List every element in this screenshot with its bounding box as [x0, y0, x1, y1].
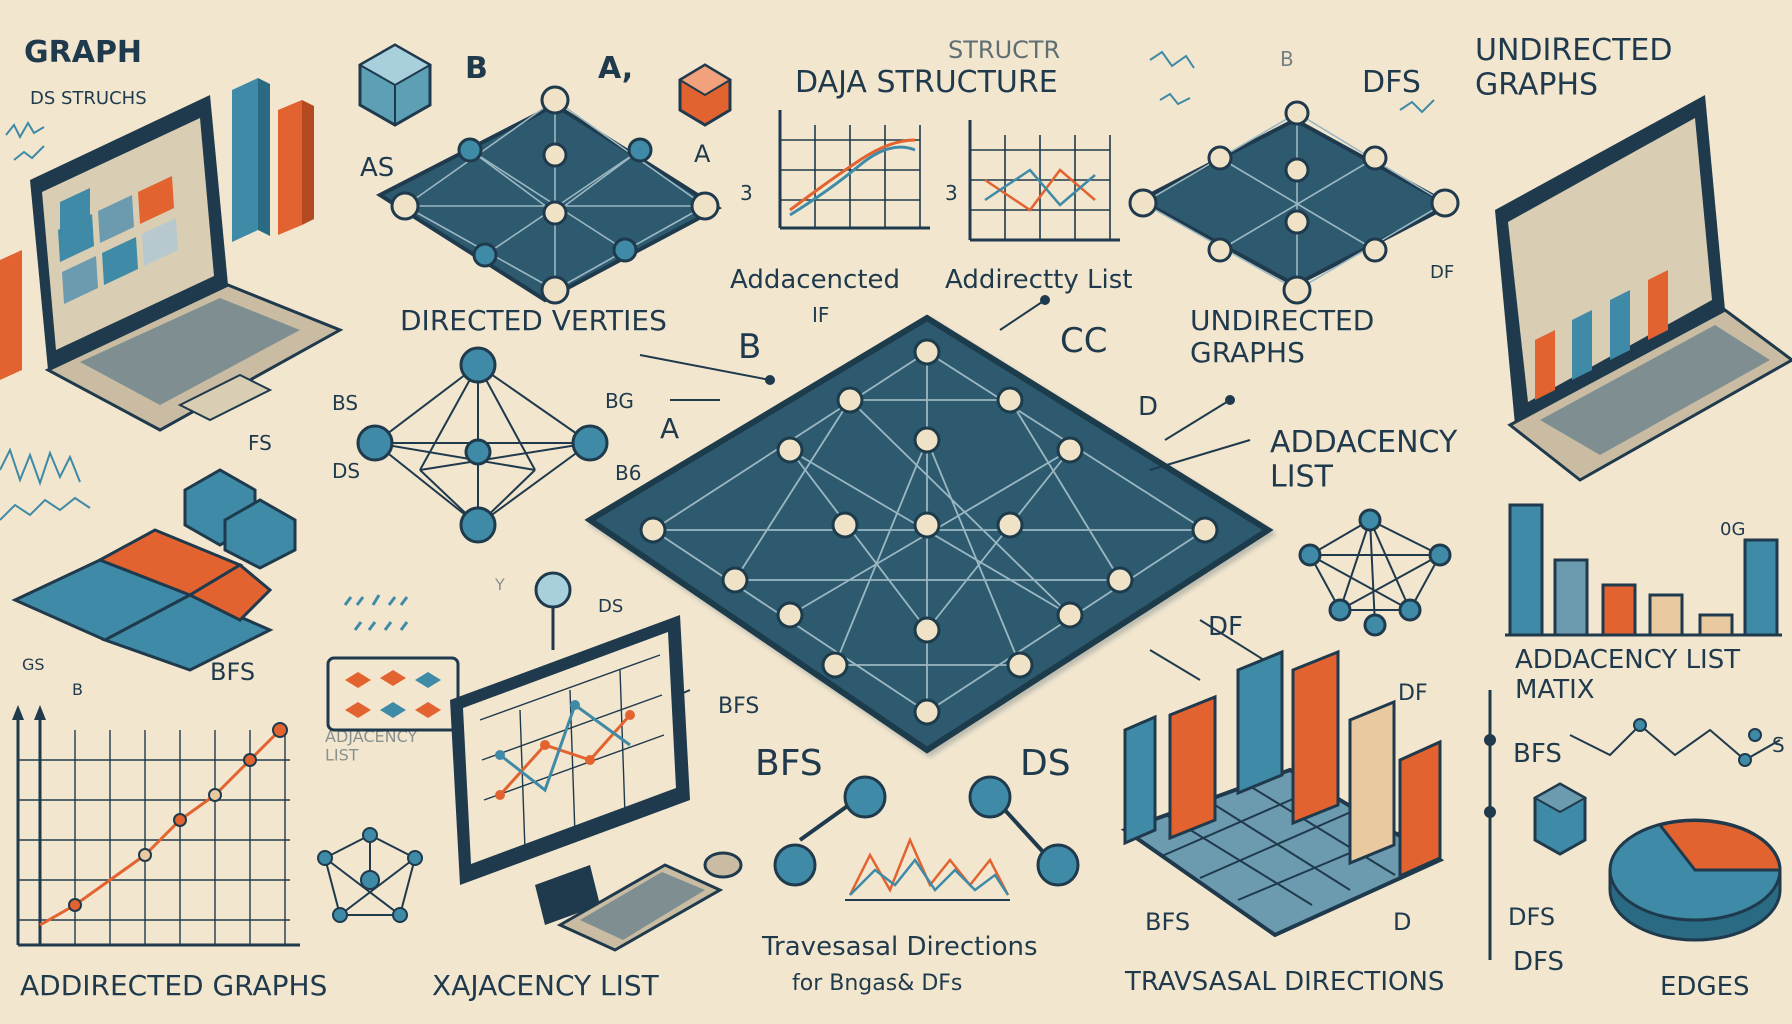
- scribble-top-right: [1149, 50, 1435, 114]
- label-df-mid2: DF: [1398, 681, 1428, 706]
- label-undirected-mid-line-1: UNDIRECTED: [1190, 304, 1374, 337]
- label-adjacency-right: Addirectty List: [945, 265, 1132, 295]
- label-adjacency-list-small-line-1: ADJACENCY: [325, 727, 418, 746]
- label-a-center: A: [660, 412, 679, 445]
- bar-grid-3d: [1120, 649, 1445, 938]
- network-hexagon-right: [1298, 508, 1452, 637]
- label-a-top: A,: [598, 51, 633, 86]
- network-diamond-top-left: [375, 85, 722, 305]
- label-a-right: A: [694, 140, 711, 168]
- tile-grid-left: [11, 528, 274, 672]
- label-dfs-bottom-2: DFS: [1513, 947, 1564, 977]
- label-traversal-sub: for Bngas& DFs: [792, 971, 962, 996]
- laptop-left-illustration: [0, 78, 344, 432]
- line-chart-bottom-left: [12, 705, 300, 947]
- box-stack-icon: [183, 468, 297, 570]
- label-undirected-tr-line1-line-2: GRAPHS: [1475, 68, 1598, 103]
- label-ds-struct: DS STRUCHS: [30, 88, 147, 109]
- cube-teal-icon: [357, 43, 433, 127]
- label-directed-verties: DIRECTED VERTIES: [400, 304, 667, 337]
- label-b-mid: B: [738, 327, 761, 367]
- label-gs: GS: [22, 655, 45, 674]
- label-traversal-2: TRAVSASAL DIRECTIONS: [1124, 967, 1444, 997]
- label-traversal-1: Travesasal Directions: [761, 932, 1038, 962]
- arrows-around-center: [619, 295, 1281, 721]
- label-addacency-right-line-line-2: LIST: [1270, 460, 1334, 495]
- network-diamond-center: [584, 314, 1274, 754]
- label-cc: CC: [1060, 321, 1107, 361]
- label-graph: GRAPH: [24, 35, 142, 70]
- label-b-small: B: [1280, 47, 1294, 71]
- label-undirected-tr-line1-line-1: UNDIRECTED: [1475, 33, 1672, 68]
- label-fs: FS: [248, 431, 272, 455]
- cube-orange-icon: [678, 63, 732, 127]
- label-ds-left: DS: [332, 459, 360, 483]
- label-s-right: S: [1772, 733, 1785, 757]
- scribble-mid-left: [0, 447, 91, 521]
- mini-grid-chart-left: [778, 110, 930, 230]
- network-diamond-top-right: [1128, 100, 1460, 305]
- label-bg-right: BG: [605, 389, 634, 413]
- label-three-a: 3: [740, 181, 753, 205]
- bar-chart-right-illustration: [1505, 503, 1782, 637]
- label-three-b: 3: [945, 181, 958, 205]
- label-data-structure: DAJA STRUCTURE: [795, 65, 1058, 100]
- label-adjacency-list-bottom: XAJACENCY LIST: [432, 969, 660, 1002]
- label-b6: B6: [615, 461, 641, 485]
- label-adjacency-list-small-line-2: LIST: [325, 745, 359, 764]
- label-bfs-left: BFS: [210, 658, 255, 686]
- scribble-top-left: [5, 121, 45, 161]
- label-bfs-big: BFS: [755, 743, 823, 784]
- label-dfs-bottom-1: DFS: [1508, 903, 1555, 931]
- label-ds-mid: DS: [598, 596, 623, 617]
- label-df-right: DF: [1430, 262, 1454, 283]
- label-dfs-top: DFS: [1362, 65, 1421, 100]
- label-y-small: Y: [494, 575, 505, 594]
- pie-chart-illustration: [1608, 818, 1782, 942]
- label-d-bottom: D: [1393, 908, 1411, 936]
- label-as: AS: [360, 153, 394, 183]
- label-bs-left: BS: [332, 391, 358, 415]
- label-matrix-line-line-1: ADDACENCY LIST: [1515, 645, 1740, 675]
- label-struct-top: STRUCTR: [948, 36, 1060, 64]
- label-bfs-mid: BFS: [718, 694, 759, 719]
- label-b-top: B: [465, 51, 488, 86]
- network-hexagon-left: [356, 346, 609, 544]
- label-if: IF: [812, 303, 829, 327]
- label-d-center: D: [1138, 392, 1158, 422]
- label-edges: EDGES: [1660, 972, 1750, 1002]
- label-0g: 0G: [1720, 519, 1745, 540]
- line-chart-bottom-right: [1484, 690, 1781, 960]
- mini-grid-chart-right: [968, 120, 1120, 242]
- label-df-mid: DF: [1208, 612, 1243, 642]
- shapes-panel: [326, 656, 460, 732]
- cube-small-icon: [1532, 782, 1588, 856]
- pin-icon: [534, 571, 572, 650]
- label-matrix-line-line-2: MATIX: [1515, 675, 1595, 705]
- label-bfs-right: BFS: [1513, 739, 1562, 769]
- label-b-small2: B: [72, 680, 83, 699]
- label-addacency-right-line-line-1: ADDACENCY: [1270, 425, 1458, 460]
- scribble-mid-center: [343, 594, 409, 631]
- label-ds-big: DS: [1020, 743, 1071, 784]
- monitor-illustration: [450, 615, 743, 952]
- label-adjacency-left: Addacencted: [730, 265, 900, 295]
- traversal-nodes: [773, 775, 1080, 901]
- label-addirected-graphs: ADDIRECTED GRAPHS: [20, 969, 327, 1002]
- network-star-small: [317, 827, 423, 923]
- label-bfs-bottom: BFS: [1145, 908, 1190, 936]
- laptop-right-illustration: [1495, 95, 1792, 482]
- label-undirected-mid-line-2: GRAPHS: [1190, 336, 1305, 369]
